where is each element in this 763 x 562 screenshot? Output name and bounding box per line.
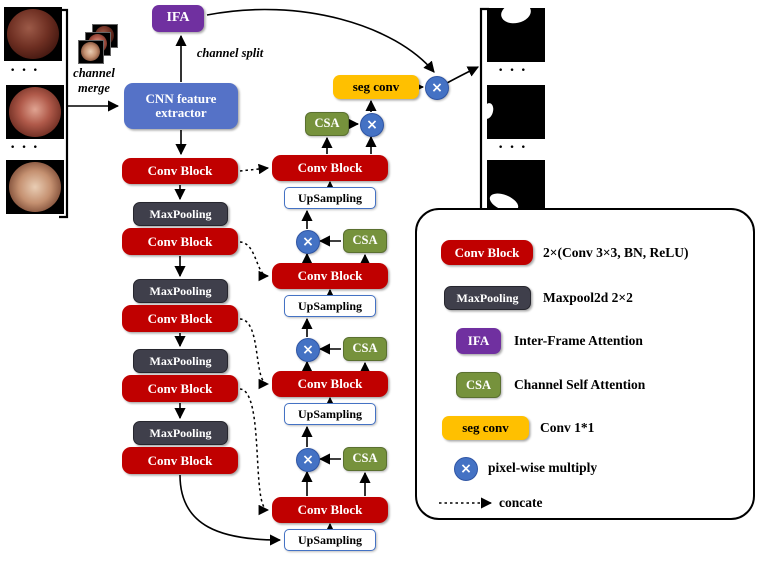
legend-csa-chip: CSA (456, 372, 501, 398)
decoder-conv-block-2: Conv Block (272, 263, 388, 289)
input-frame-3 (6, 160, 64, 214)
multiply-node-3: × (296, 448, 320, 472)
skip-connection-3 (239, 318, 270, 390)
legend-maxpooling-desc: Maxpool2d 2×2 (543, 290, 633, 305)
input-frame-2 (6, 85, 64, 139)
output-ellipsis-1: · · · (498, 62, 528, 79)
skip-connection-4 (239, 388, 270, 516)
input-ellipsis-1: · · · (10, 62, 40, 79)
segmentation-region (499, 8, 533, 26)
input-frame-1 (4, 7, 62, 61)
legend-concate-desc: concate (499, 495, 543, 510)
decoder-conv-block-1: Conv Block (272, 155, 388, 181)
multiply-node-output: × (425, 76, 449, 100)
legend-csa-desc: Channel Self Attention (514, 377, 646, 392)
maxpooling-2: MaxPooling (133, 279, 228, 303)
output-mask-1 (487, 8, 545, 62)
maxpooling-4: MaxPooling (133, 421, 228, 445)
csa-block-2: CSA (343, 337, 387, 361)
legend-ifa-chip: IFA (456, 328, 501, 354)
legend-ifa-desc: Inter-Frame Attention (514, 333, 643, 348)
legend-concate-arrow-icon (439, 497, 493, 509)
legend-box: Conv Block 2×(Conv 3×3, BN, ReLU) MaxPoo… (415, 208, 755, 520)
decoder-conv-block-3: Conv Block (272, 371, 388, 397)
ifa-block: IFA (152, 5, 204, 32)
maxpooling-1: MaxPooling (133, 202, 228, 226)
output-ellipsis-2: · · · (498, 139, 528, 156)
seg-conv-block: seg conv (333, 75, 419, 99)
encoder-conv-block-4: Conv Block (122, 375, 238, 402)
cnn-feature-extractor-block: CNN feature extractor (124, 83, 238, 129)
upsampling-1: UpSampling (284, 187, 376, 209)
endoscopy-image (9, 87, 61, 137)
arrow-ifa-to-multiply (206, 8, 435, 73)
legend-multiply-desc: pixel-wise multiply (488, 460, 598, 475)
input-ellipsis-2: · · · (10, 139, 40, 156)
csa-block-3: CSA (343, 447, 387, 471)
endoscopy-image (9, 162, 61, 212)
decoder-conv-block-4: Conv Block (272, 497, 388, 523)
encoder-conv-block-3: Conv Block (122, 305, 238, 332)
skip-connection-2 (239, 241, 270, 282)
csa-block-top: CSA (305, 112, 349, 136)
arrow-to-outputs (446, 66, 480, 84)
upsampling-2: UpSampling (284, 295, 376, 317)
encoder-conv-block-2: Conv Block (122, 228, 238, 255)
channel-split-label: channel split (196, 46, 264, 60)
multiply-node-top: × (360, 113, 384, 137)
legend-seg-conv-desc: Conv 1*1 (540, 420, 595, 435)
upsampling-4: UpSampling (284, 529, 376, 551)
multiply-node-1: × (296, 230, 320, 254)
channel-merge-label: channel merge (73, 66, 115, 95)
encoder-conv-block-5: Conv Block (122, 447, 238, 474)
input-bracket (59, 8, 69, 219)
legend-conv-block-desc: 2×(Conv 3×3, BN, ReLU) (543, 244, 689, 260)
output-mask-3 (487, 160, 545, 214)
maxpooling-3: MaxPooling (133, 349, 228, 373)
arrow-bottleneck (179, 474, 282, 546)
upsampling-3: UpSampling (284, 403, 376, 425)
legend-maxpooling-chip: MaxPooling (444, 286, 531, 310)
encoder-conv-block-1: Conv Block (122, 158, 238, 184)
multiply-node-2: × (296, 338, 320, 362)
legend-multiply-icon: × (454, 457, 478, 481)
segmentation-region (487, 101, 495, 121)
skip-connection-1 (239, 163, 270, 175)
legend-conv-block-chip: Conv Block (441, 240, 533, 265)
endoscopy-image (7, 9, 59, 59)
output-mask-2 (487, 85, 545, 139)
legend-seg-conv-chip: seg conv (442, 416, 529, 440)
csa-block-1: CSA (343, 229, 387, 253)
frame-stack-front (78, 40, 104, 64)
